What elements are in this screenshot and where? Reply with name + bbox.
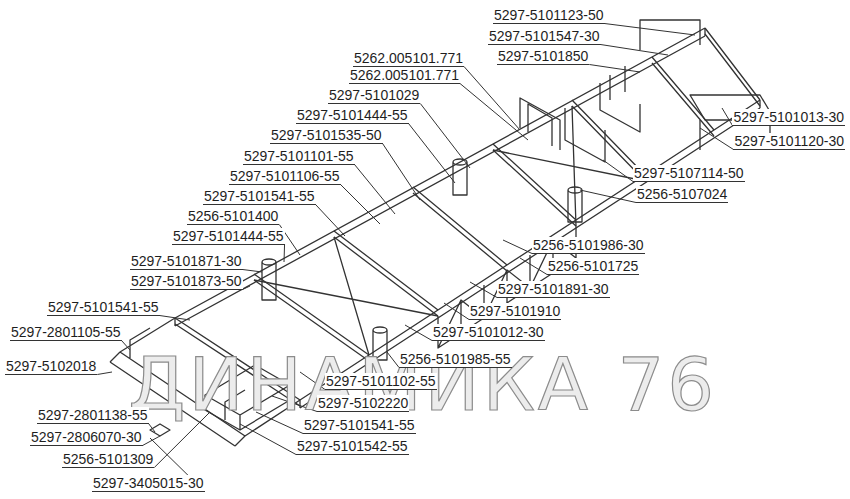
post xyxy=(262,259,276,300)
leader-line xyxy=(405,325,432,341)
leader-line xyxy=(284,245,286,263)
leader-line xyxy=(580,190,636,203)
part-number: 5297-5101029 xyxy=(328,87,420,104)
part-number: 5297-5101541-55 xyxy=(47,299,160,316)
part-number: 5297-5101102-55 xyxy=(325,373,437,390)
part-number: 5297-5101012-30 xyxy=(432,324,545,341)
leader-line xyxy=(503,240,532,254)
part-number: 5297-2801105-55 xyxy=(10,324,122,341)
part-number: 5297-5102018 xyxy=(5,358,97,375)
leader-line xyxy=(409,124,455,184)
leader-line xyxy=(383,144,420,201)
part-number: 5256-5101725 xyxy=(547,258,639,275)
part-number: 5297-5101013-30 xyxy=(732,109,845,126)
leader-line xyxy=(316,205,345,237)
part-number: 5256-5101400 xyxy=(187,208,279,225)
leader-line xyxy=(605,24,695,36)
leader-line xyxy=(97,372,112,375)
part-number: 5297-5101444-55 xyxy=(296,107,409,124)
leader-line xyxy=(355,165,395,215)
part-number: 5297-5101444-55 xyxy=(172,228,285,245)
part-number: 5297-5101850 xyxy=(497,48,589,65)
cradle xyxy=(520,98,560,150)
leader-line xyxy=(143,436,160,446)
part-number: 5256-5101985-55 xyxy=(399,351,512,368)
post xyxy=(568,187,582,222)
part-number: 5297-5102220 xyxy=(317,395,409,412)
brace xyxy=(254,106,645,355)
part-number: 5256-5101986-30 xyxy=(532,237,645,254)
leader-line xyxy=(722,108,732,126)
leader-line xyxy=(243,270,262,273)
part-number: 5297-5101871-30 xyxy=(130,253,243,270)
leader-line xyxy=(603,160,633,182)
cradle xyxy=(565,83,640,162)
leader-line xyxy=(160,316,190,321)
part-number: 5262.005101.771 xyxy=(353,50,464,67)
part-number: 5297-5101101-55 xyxy=(243,148,355,165)
leader-line xyxy=(420,104,470,169)
leader-line xyxy=(601,45,668,56)
part-number: 5297-5101123-50 xyxy=(493,7,605,24)
part-number: 5297-5107114-50 xyxy=(633,165,745,182)
part-number: 5297-5101542-55 xyxy=(296,438,409,455)
part-number: 5297-5101891-30 xyxy=(497,281,610,298)
part-number: 5297-5101120-30 xyxy=(733,133,845,150)
part-number: 5256-5101309 xyxy=(62,451,154,468)
leader-line xyxy=(341,185,380,225)
leader-line xyxy=(464,67,520,131)
part-number: 5262.005101.771 xyxy=(349,67,460,84)
part-number: 5297-5101547-30 xyxy=(488,28,601,45)
rear-frame xyxy=(610,20,700,100)
leader-line xyxy=(243,286,250,290)
leader-line xyxy=(444,303,469,320)
leader-line xyxy=(589,65,640,73)
part-number: 5297-5101541-55 xyxy=(303,417,416,434)
part-number: 5297-5101541-55 xyxy=(203,188,316,205)
leader-line xyxy=(520,258,547,275)
part-number: 5297-5101910 xyxy=(469,303,561,320)
leader-line xyxy=(700,128,733,150)
part-number: 5256-5107024 xyxy=(636,186,728,203)
part-number: 5297-3405015-30 xyxy=(92,475,205,492)
part-number: 5297-2806070-30 xyxy=(30,429,143,446)
leader-line xyxy=(240,424,296,455)
leader-line xyxy=(460,84,528,141)
part-number: 5297-5101535-50 xyxy=(270,127,383,144)
leader-line xyxy=(470,282,497,298)
part-number: 5297-2801138-55 xyxy=(37,407,149,424)
part-number: 5297-5101873-50 xyxy=(130,273,243,290)
part-number: 5297-5101106-55 xyxy=(229,168,341,185)
post xyxy=(453,159,467,195)
